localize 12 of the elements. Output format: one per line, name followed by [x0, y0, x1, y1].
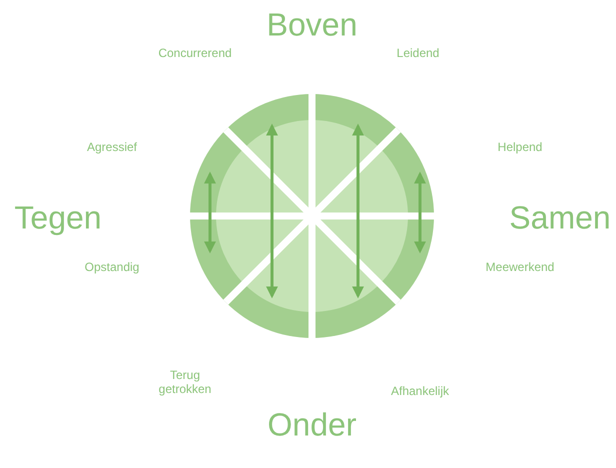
- axis-label: Boven: [266, 6, 358, 44]
- octant-label: Leidend: [396, 47, 440, 61]
- octant-label: Concurrerend: [158, 47, 232, 61]
- axis-label: Samen: [509, 200, 611, 236]
- octant-label: Helpend: [498, 141, 542, 155]
- octant-label: Afhankelijk: [390, 385, 450, 399]
- octant-label: Meewerkend: [486, 261, 554, 275]
- axis-label: Tegen: [14, 200, 102, 236]
- octant-label: Agressief: [86, 141, 138, 155]
- octant-label: Terug getrokken: [158, 369, 212, 397]
- octant-label: Opstandig: [84, 261, 140, 275]
- axis-label: Onder: [268, 406, 356, 444]
